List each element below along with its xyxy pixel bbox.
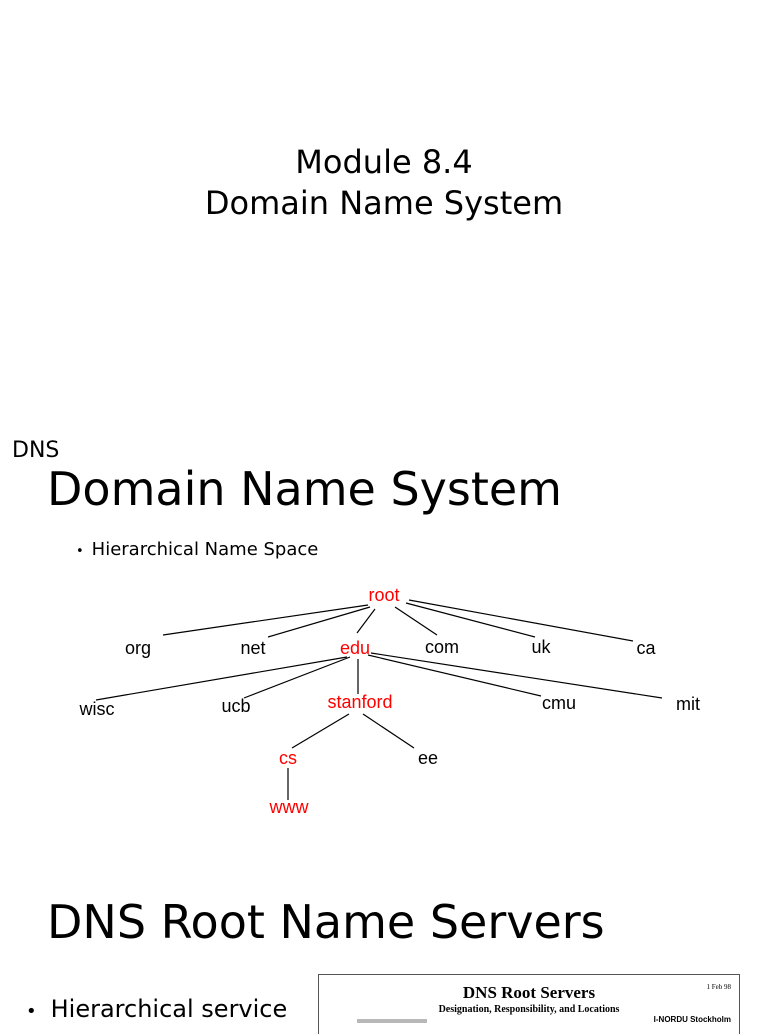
node-uk: uk: [531, 637, 551, 657]
node-root: root: [368, 585, 399, 605]
edge-edu-wisc: [95, 656, 348, 701]
thumbnail-subtitle: Designation, Responsibility, and Locatio…: [438, 1004, 620, 1015]
edge-stanford-cs: [291, 713, 350, 749]
edge-edu-cmu: [367, 654, 542, 697]
node-ca: ca: [636, 638, 656, 658]
slide-title: Domain Name System: [47, 462, 562, 516]
thumbnail-date: 1 Feb 98: [706, 983, 732, 991]
node-com: com: [425, 637, 459, 657]
thumbnail-illegible-text: [357, 1019, 427, 1023]
node-www: www: [269, 797, 310, 817]
edge-stanford-ee: [362, 713, 415, 749]
node-ee: ee: [418, 748, 438, 768]
edge-root-edu: [356, 608, 376, 634]
edge-root-net: [267, 606, 371, 638]
edge-root-org: [162, 604, 369, 636]
slide-title: DNS Root Name Servers: [47, 895, 605, 949]
node-cs: cs: [279, 748, 297, 768]
edge-root-uk: [405, 602, 536, 638]
node-mit: mit: [676, 694, 700, 714]
bullet-icon: •: [76, 544, 84, 559]
tree-nodes: root org net edu com uk ca wisc ucb stan…: [79, 585, 701, 817]
bullet-text: Hierarchical service: [50, 995, 288, 1023]
module-topic-title: Domain Name System: [204, 184, 564, 222]
edge-edu-ucb: [243, 656, 351, 699]
root-servers-thumbnail: 1 Feb 98 DNS Root Servers Designation, R…: [318, 974, 740, 1034]
edge-root-com: [394, 606, 438, 636]
node-ucb: ucb: [221, 696, 250, 716]
thumbnail-location: I-NORDU Stockholm: [653, 1015, 731, 1024]
node-org: org: [125, 638, 151, 658]
tree-edges: [95, 599, 663, 800]
name-space-tree-diagram: root org net edu com uk ca wisc ucb stan…: [79, 585, 701, 817]
module-number-title: Module 8.4: [295, 143, 473, 181]
bullet-item: • Hierarchical service: [26, 995, 287, 1023]
node-stanford: stanford: [327, 692, 392, 712]
bullet-icon: •: [26, 1001, 37, 1022]
node-edu: edu: [340, 638, 370, 658]
node-wisc: wisc: [79, 699, 115, 719]
node-cmu: cmu: [542, 693, 576, 713]
thumbnail-title: DNS Root Servers: [462, 983, 596, 1002]
edge-edu-mit: [370, 652, 663, 699]
bullet-item: • Hierarchical Name Space: [76, 539, 318, 560]
node-net: net: [240, 638, 265, 658]
slide-label: DNS: [12, 438, 60, 463]
edge-root-ca: [408, 599, 634, 642]
bullet-text: Hierarchical Name Space: [91, 539, 319, 560]
